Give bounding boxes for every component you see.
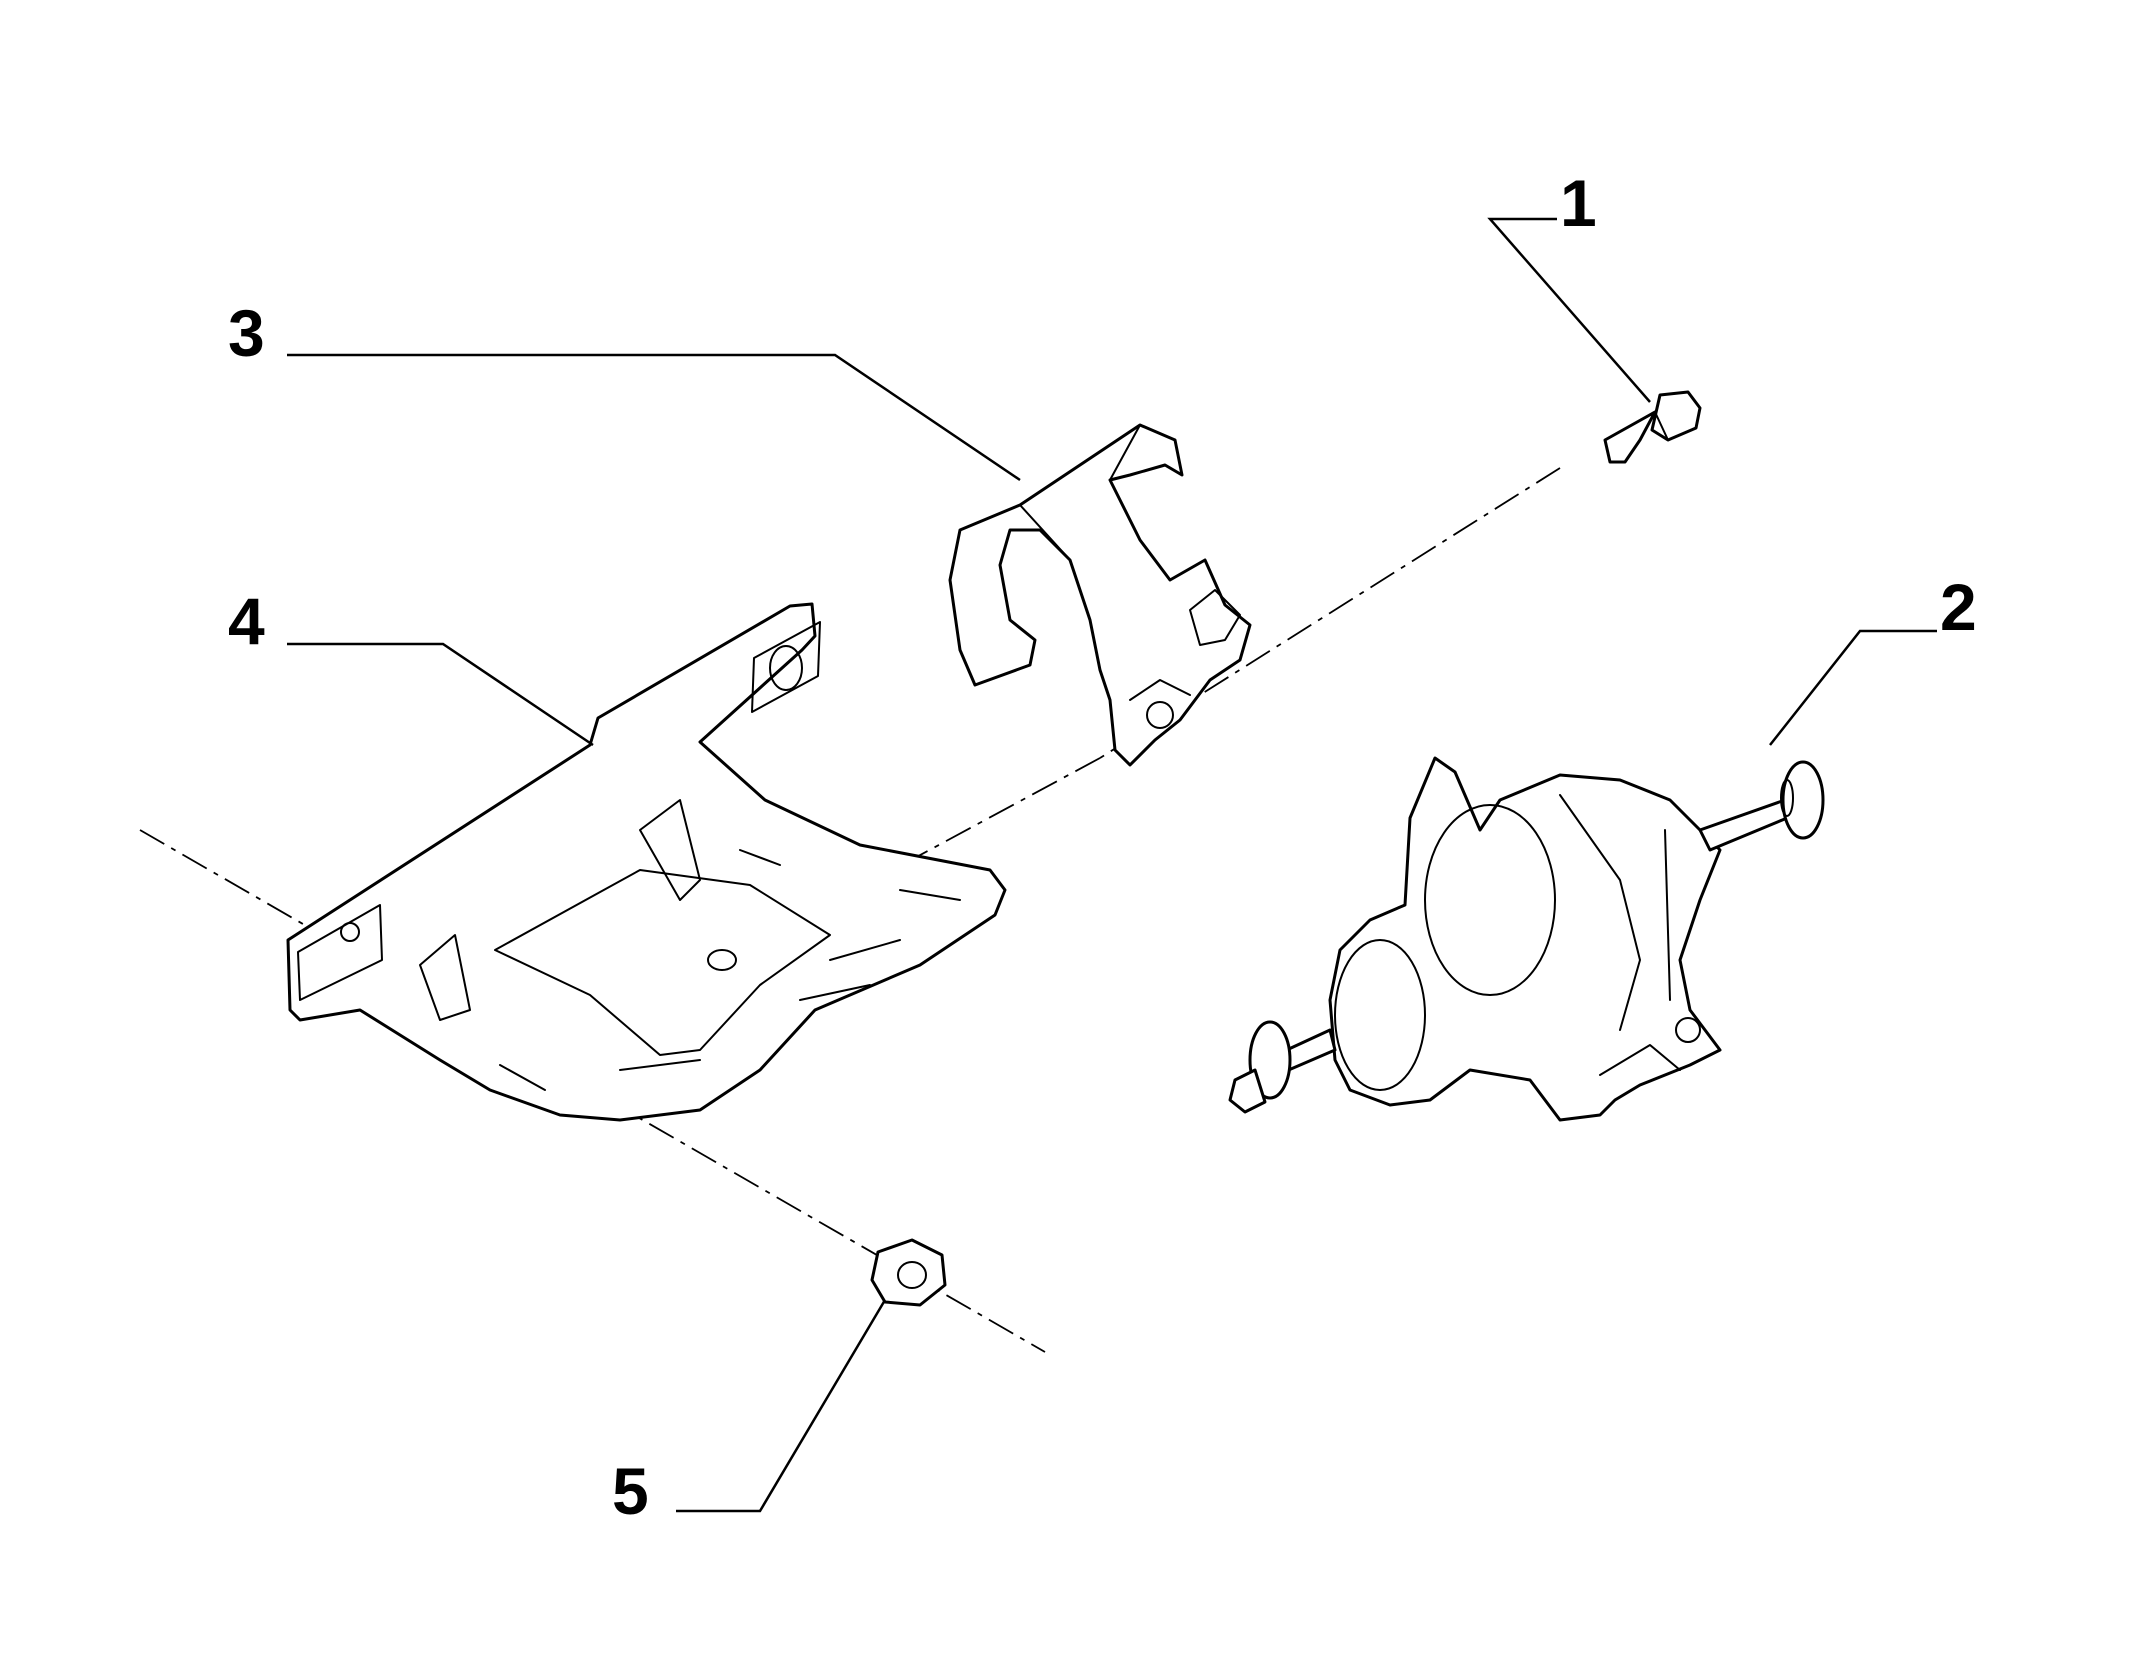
leader-1 [1487,217,1651,403]
leader-5 [676,1299,887,1513]
leader-3 [287,353,1021,482]
bolt-icon [1603,390,1702,464]
callout-leaders [287,217,1937,1513]
leader-4 [287,642,594,747]
callout-number: 4 [228,584,265,658]
callout-number: 2 [1940,570,1977,644]
callout-labels: 1 2 3 4 5 [228,166,1977,1528]
nut-icon [870,1238,947,1307]
callout-number: 5 [612,1454,649,1528]
callout-number: 3 [228,296,265,370]
callout-number: 1 [1560,166,1597,240]
clamp-bracket-icon [948,423,1252,767]
fuel-filter-icon [1228,756,1825,1122]
support-plate-icon [286,602,1007,1122]
leader-2 [1769,629,1937,746]
